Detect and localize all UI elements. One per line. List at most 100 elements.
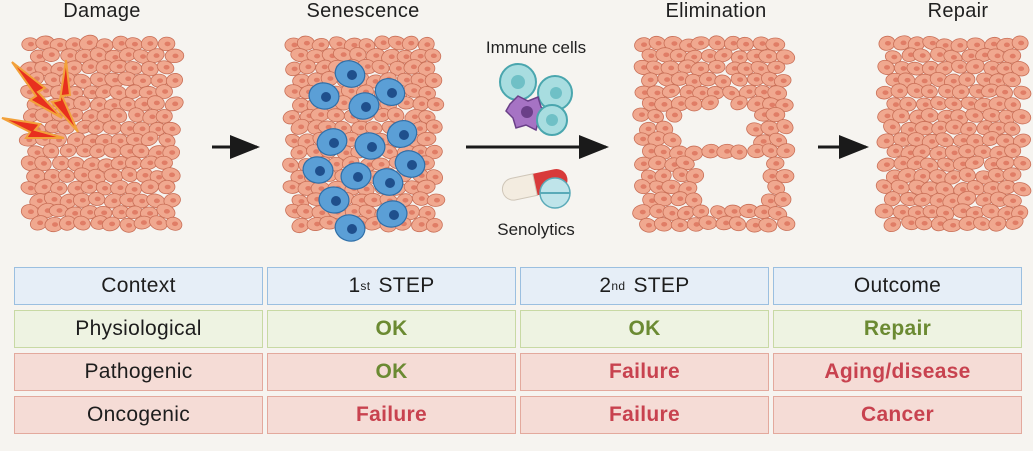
cell-nucleus (1020, 160, 1027, 166)
cell-nucleus (927, 89, 934, 94)
cell-nucleus (358, 125, 365, 131)
cell-nucleus (641, 42, 648, 47)
cell-nucleus (291, 66, 298, 72)
cell-nucleus (87, 64, 94, 69)
cell-nucleus (298, 199, 305, 204)
senescent-nucleus (361, 102, 371, 112)
cell-nucleus (914, 137, 921, 142)
cell-nucleus (883, 162, 890, 167)
cell-nucleus (50, 174, 57, 179)
cell-nucleus (670, 137, 677, 143)
cell-nucleus (155, 150, 162, 156)
cell-nucleus (1019, 114, 1026, 120)
cell-nucleus (1002, 89, 1009, 95)
cell-nucleus (965, 148, 972, 154)
cell-nucleus (754, 148, 761, 154)
cell-nucleus (64, 173, 71, 179)
cell-nucleus (63, 124, 70, 130)
cell-nucleus (922, 125, 929, 131)
cell-nucleus (417, 149, 424, 155)
cell-nucleus (767, 76, 774, 82)
cell-nucleus (724, 149, 731, 154)
cell-nucleus (944, 114, 951, 120)
cell-nucleus (995, 221, 1002, 227)
cell-nucleus (111, 198, 118, 204)
cell-nucleus (424, 66, 431, 72)
cell-nucleus (313, 149, 320, 154)
row-outcome: Repair (773, 310, 1022, 348)
senescent-nucleus (407, 160, 417, 170)
cell-nucleus (147, 66, 154, 72)
cell-nucleus (994, 53, 1001, 59)
cell-nucleus (403, 100, 410, 106)
cell-nucleus (988, 208, 995, 214)
cell-nucleus (424, 114, 431, 120)
cell-nucleus (990, 185, 997, 191)
cell-nucleus (291, 89, 298, 94)
cell-nucleus (900, 66, 907, 71)
cell-nucleus (363, 186, 370, 192)
cell-nucleus (1009, 126, 1016, 132)
senescent-tissue (282, 35, 446, 242)
cell-nucleus (753, 127, 760, 132)
cell-nucleus (995, 126, 1002, 131)
cell-nucleus (298, 223, 305, 228)
cell-nucleus (731, 66, 738, 71)
cell-nucleus (56, 186, 63, 191)
cell-nucleus (109, 221, 116, 227)
cell-nucleus (640, 161, 647, 167)
cell-nucleus (656, 185, 663, 190)
cell-nucleus (944, 162, 951, 167)
cell-nucleus (65, 220, 72, 226)
cell-nucleus (775, 90, 782, 96)
cell-nucleus (663, 52, 670, 58)
cell-nucleus (973, 64, 980, 69)
senescent-nucleus (331, 196, 341, 206)
cell-nucleus (950, 222, 957, 228)
cell-nucleus (708, 148, 715, 154)
cell-nucleus (890, 222, 897, 227)
cell-nucleus (288, 162, 295, 168)
cell-nucleus (371, 125, 378, 131)
cell-nucleus (773, 42, 780, 47)
cell-nucleus (153, 198, 160, 204)
cell-nucleus (907, 150, 914, 156)
cell-nucleus (1009, 53, 1016, 59)
cell-nucleus (691, 101, 698, 106)
cell-nucleus (765, 222, 772, 228)
cell-nucleus (952, 124, 959, 130)
cell-nucleus (927, 186, 934, 192)
cell-nucleus (671, 112, 678, 118)
cell-nucleus (321, 64, 328, 70)
cell-nucleus (416, 126, 423, 131)
cell-nucleus (314, 53, 321, 59)
cell-nucleus (897, 88, 904, 94)
cell-nucleus (676, 150, 683, 156)
cell-nucleus (162, 89, 169, 94)
cell-nucleus (318, 186, 325, 191)
cell-nucleus (898, 184, 905, 190)
cell-nucleus (782, 173, 789, 179)
cell-nucleus (648, 53, 655, 59)
cell-nucleus (147, 184, 154, 190)
cell-nucleus (988, 88, 995, 93)
row-step2: Failure (520, 396, 769, 434)
cell-nucleus (760, 139, 767, 144)
cell-nucleus (1017, 210, 1024, 216)
cell-nucleus (425, 211, 432, 216)
cell-nucleus (110, 125, 117, 130)
cell-nucleus (905, 101, 912, 107)
cell-nucleus (882, 184, 889, 189)
cell-nucleus (94, 196, 101, 202)
cell-nucleus (366, 162, 373, 167)
cell-nucleus (131, 65, 138, 71)
cell-nucleus (1009, 172, 1016, 177)
senescent-nucleus (315, 166, 325, 176)
cell-nucleus (737, 100, 744, 106)
cell-nucleus (395, 66, 402, 71)
cell-nucleus (57, 42, 64, 48)
cell-nucleus (737, 77, 744, 82)
cell-nucleus (72, 211, 79, 216)
